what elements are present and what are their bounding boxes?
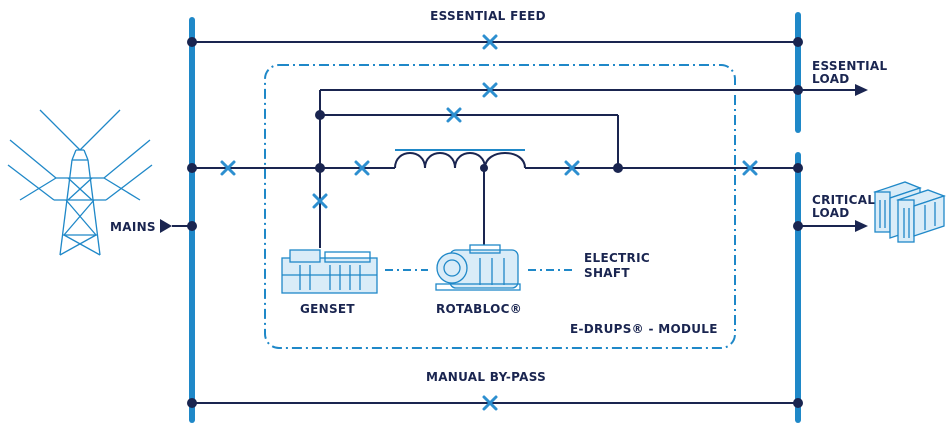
essential-load-label-1: ESSENTIAL	[812, 59, 888, 73]
breaker-icon	[564, 160, 580, 176]
module-label: E-DRUPS® - MODULE	[570, 322, 718, 336]
critical-load-label-1: CRITICAL	[812, 193, 875, 207]
electric-shaft-label-2: SHAFT	[584, 266, 630, 280]
genset-icon	[281, 249, 378, 294]
breaker-icon	[446, 107, 462, 123]
breaker-icon	[482, 82, 498, 98]
manual-bypass-label: MANUAL BY-PASS	[426, 370, 546, 384]
edrups-module-boundary	[264, 64, 736, 349]
critical-load-label-2: LOAD	[812, 206, 850, 220]
arrow-icon	[855, 220, 868, 232]
breaker-icon	[312, 193, 328, 209]
rotabloc-label: ROTABLOC®	[436, 302, 522, 316]
breaker-icon	[354, 160, 370, 176]
essential-load-label-2: LOAD	[812, 72, 850, 86]
genset-label: GENSET	[300, 302, 355, 316]
electric-shaft-label-1: ELECTRIC	[584, 251, 650, 265]
breaker-icon	[220, 160, 236, 176]
inductor-icon	[394, 149, 526, 172]
breaker-icon	[742, 160, 758, 176]
breaker-icon	[482, 395, 498, 411]
arrow-icon	[855, 84, 868, 96]
essential-feed-label: ESSENTIAL FEED	[430, 9, 546, 23]
arrow-icon	[160, 219, 172, 233]
pylon-icon	[7, 109, 153, 256]
mains-label: MAINS	[110, 220, 156, 234]
breaker-icon	[482, 34, 498, 50]
rotabloc-icon	[435, 244, 521, 291]
server-rack-icon	[873, 181, 946, 243]
